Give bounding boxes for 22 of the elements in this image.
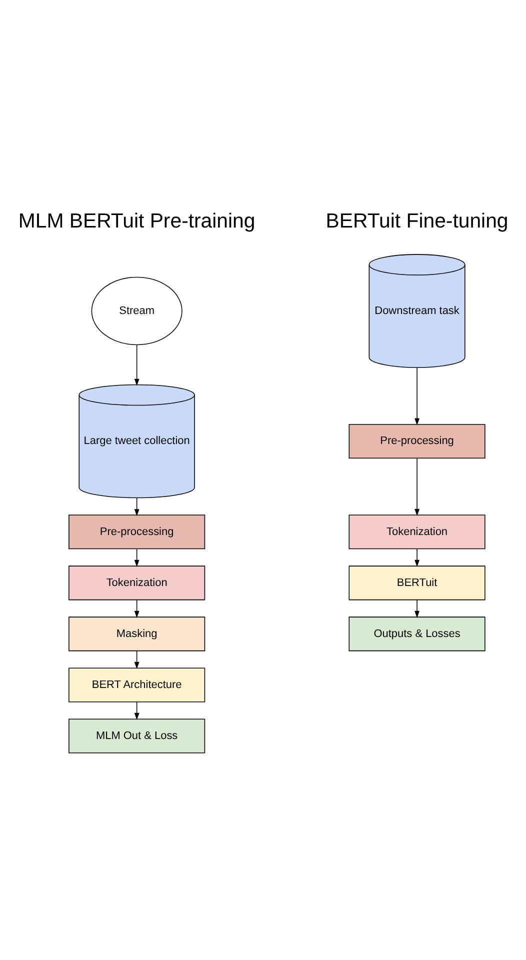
node-box: Pre-processing (68, 514, 206, 549)
node-box: Pre-processing (348, 423, 486, 458)
node-box: MLM Out & Loss (68, 718, 206, 753)
node-box: Tokenization (68, 565, 206, 600)
node-box: BERTuit (348, 565, 486, 600)
node-box: Tokenization (348, 514, 486, 549)
node-box: Masking (68, 616, 206, 651)
label: MLM BERTuit Pre-training (18, 210, 256, 232)
arrow (134, 650, 140, 668)
arrow (134, 548, 140, 566)
arrow (414, 366, 420, 425)
node-box: BERT Architecture (68, 667, 206, 702)
arrow (134, 599, 140, 618)
arrow (414, 599, 420, 618)
node-box: Outputs & Losses (348, 616, 486, 651)
arrow (134, 701, 140, 720)
arrow (134, 344, 140, 386)
arrow (134, 497, 140, 516)
arrow (414, 457, 420, 516)
arrow (414, 548, 420, 566)
label: BERTuit Fine-tuning (326, 210, 508, 232)
node-ellipse: Stream (91, 276, 182, 345)
